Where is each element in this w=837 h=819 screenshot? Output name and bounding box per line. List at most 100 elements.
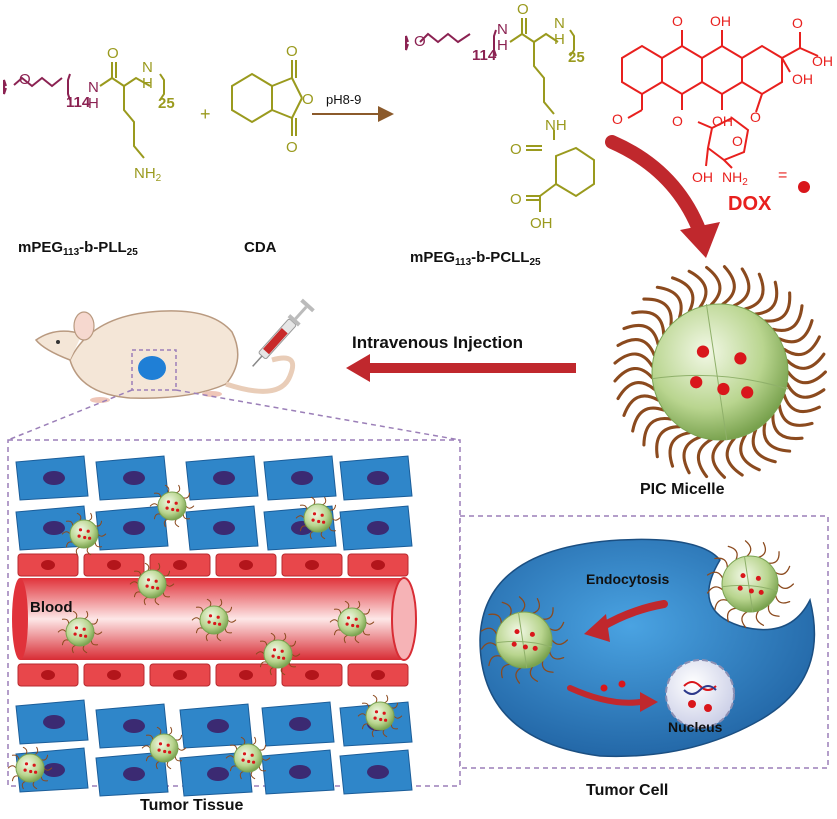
dox-dot (165, 506, 169, 510)
peg-repeat-count: 114 (66, 94, 91, 111)
mouse (34, 310, 296, 403)
syringe-icon (252, 298, 315, 367)
mouse-tumor (138, 356, 166, 380)
dox-dot (522, 644, 528, 650)
cell-nucleus-small (207, 719, 229, 733)
dox-dot (696, 345, 710, 358)
cell-nucleus-small (367, 471, 389, 485)
vessel-wall-cells (17, 553, 409, 687)
dox-dot (247, 759, 251, 764)
reaction-condition: pH8-9 (326, 92, 361, 107)
plus-sign: + (200, 104, 211, 124)
peg-oxygen: O (19, 71, 31, 88)
dox-dot (740, 573, 746, 579)
tissue-micelles (7, 484, 403, 790)
endothelial-cell (215, 663, 277, 687)
cell-nucleus-small (289, 765, 311, 779)
dox-dot (242, 752, 247, 756)
tumor-zoom-box (131, 349, 177, 391)
pic-micelle-body (613, 265, 827, 479)
dox-dot (23, 768, 27, 772)
cell-nucleus-small (123, 471, 145, 485)
dox-o-bottom: O (672, 113, 683, 129)
reactant-mpeg-pll: O 114 N H O N H 25 NH2 mPEG113-b-PLL25 (3, 45, 175, 258)
dox-dot (88, 536, 92, 540)
dox-dot (32, 763, 36, 767)
dox-dot (317, 519, 321, 524)
dox-dot (86, 529, 90, 533)
dox-o-top1: O (672, 13, 683, 29)
dox-side-oh: OH (812, 53, 833, 69)
tumor-cell (339, 749, 413, 795)
injection-label: Intravenous Injection (352, 333, 523, 352)
zoom-line-left (7, 389, 133, 441)
dox-dot (529, 631, 535, 637)
tissue-micelle (191, 598, 237, 642)
dox-dot (384, 718, 388, 722)
tumor-cell (339, 455, 413, 501)
dox-dot (382, 711, 386, 715)
dox-dot (158, 742, 163, 746)
dox-dot (73, 632, 77, 636)
dox-dot (151, 585, 155, 590)
product-amide-h: H (497, 37, 508, 54)
cell-nucleus-small (367, 521, 389, 535)
dox-dot (737, 585, 743, 591)
dox-dot (758, 589, 764, 595)
dox-dot (252, 760, 256, 764)
dox-sugar-oh: OH (692, 169, 713, 185)
product-carbonyl-o: O (517, 1, 529, 18)
dox-dot (532, 645, 538, 651)
dox-ring-oh: OH (792, 71, 813, 87)
cell-nucleus-small (291, 471, 313, 485)
reactant1-label: mPEG113-b-PLL25 (18, 239, 138, 258)
dox-dot (163, 749, 167, 754)
dox-dot (312, 512, 317, 516)
tumor-cell (179, 703, 253, 749)
dox-dot (374, 710, 379, 714)
dox-dot (734, 352, 747, 365)
dox-dot (345, 622, 349, 626)
tissue-micelle (141, 726, 187, 770)
product-peg-repeat: 114 (472, 47, 497, 64)
cell-nucleus-small (213, 521, 235, 535)
release-arrowhead (640, 692, 658, 712)
internalized-micelle (480, 596, 569, 684)
tissue-micelle (329, 600, 375, 644)
dox-dot (207, 620, 211, 624)
cda-o-ring: O (302, 91, 314, 108)
endothelial-cell (281, 663, 343, 687)
tissue-micelle (149, 484, 195, 528)
dox-equals: = (778, 167, 787, 184)
cda-o-bottom: O (286, 139, 298, 156)
backbone-n: N (142, 59, 153, 76)
endothelial-cell (83, 663, 145, 687)
endothelial-cell (347, 553, 409, 577)
released-dox-1 (600, 684, 608, 692)
pic-micelle (613, 265, 827, 479)
dox-dot (271, 654, 275, 658)
dox-dot (346, 616, 351, 620)
tumor-cell (261, 701, 335, 747)
dox-dot (373, 716, 377, 720)
tumor-cell (185, 505, 259, 551)
tumor-cell (15, 699, 89, 745)
tumor-cell (179, 751, 253, 797)
tissue-micelle (295, 496, 341, 540)
micelle-label: PIC Micelle (640, 481, 725, 498)
dox-dot (166, 743, 170, 747)
cell-nucleus-small (367, 765, 389, 779)
endocytosis-label: Endocytosis (586, 571, 669, 587)
dox-dot (218, 622, 222, 626)
dox-structure: O OH O OH O OH OH O O O OH NH2 = DOX (612, 13, 833, 215)
injection-arrow (346, 354, 576, 382)
released-dox-2 (618, 680, 626, 688)
cell-nucleus-small (207, 767, 229, 781)
tumor-cell (339, 505, 413, 551)
dox-dot (277, 655, 281, 660)
endothelial-cell (17, 663, 79, 687)
cell-nucleus-small (213, 471, 235, 485)
dox-dot (74, 626, 79, 630)
cell-nucleus-small (43, 521, 65, 535)
tissue-micelle (61, 512, 107, 556)
